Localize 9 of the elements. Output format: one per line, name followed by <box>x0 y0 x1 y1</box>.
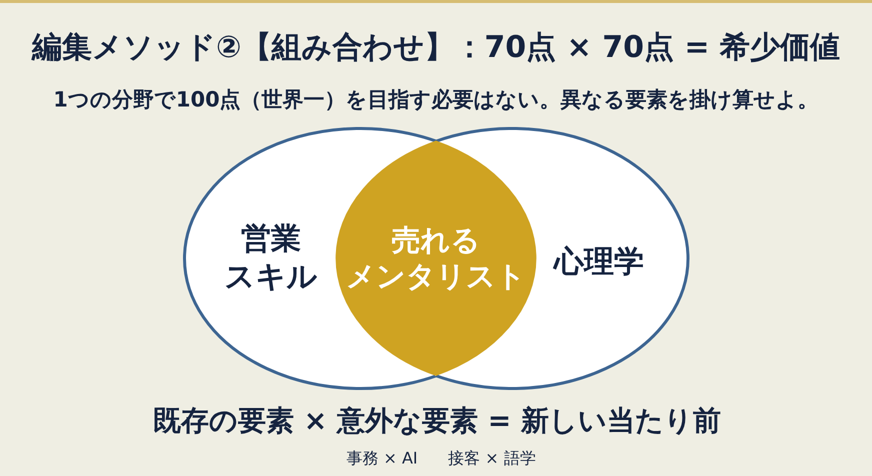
example-text: 事務 × AI <box>346 448 418 468</box>
subtitle: 1つの分野で100点（世界一）を目指す必要はない。異なる要素を掛け算せよ。 <box>53 87 819 113</box>
circle-label: 心理学 <box>554 243 644 281</box>
formula-text: 既存の要素 × 意外な要素 = 新しい当たり前 <box>153 404 721 438</box>
overlap-area <box>336 140 536 376</box>
title: 編集メソッド②【組み合わせ】：70点 × 70点 = 希少価値 <box>32 30 840 66</box>
example-text: 接客 × 語学 <box>448 448 536 468</box>
circle-label: 営業スキル <box>224 220 318 296</box>
overlap-label: 売れるメンタリスト <box>346 222 526 294</box>
